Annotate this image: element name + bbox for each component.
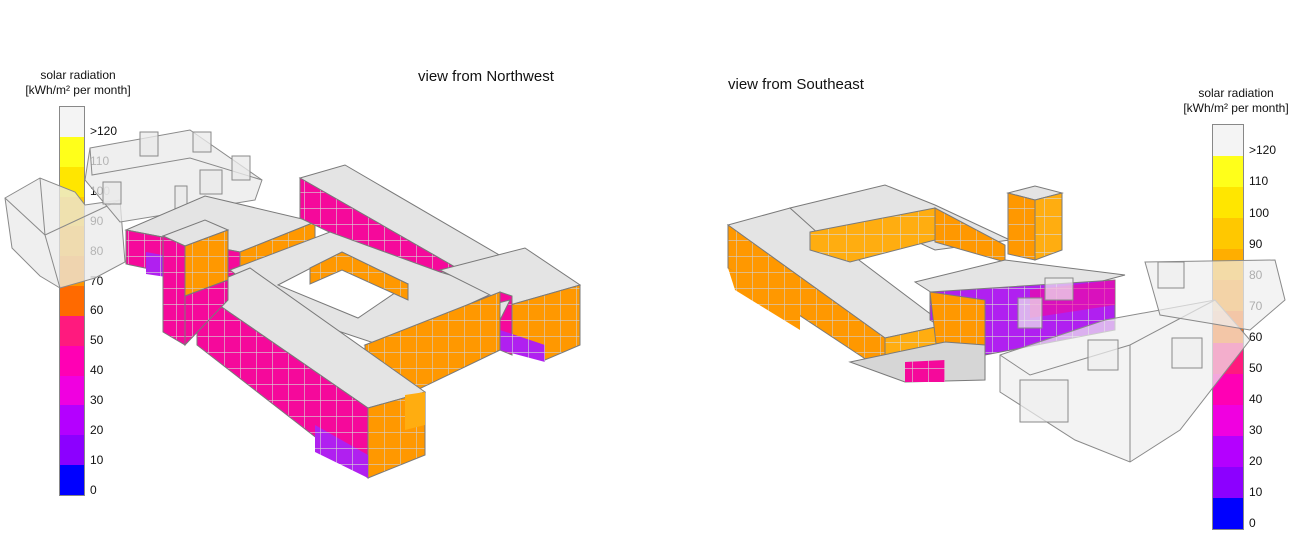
right-legend-swatch bbox=[1213, 466, 1243, 498]
southeast-view bbox=[726, 184, 1286, 463]
right-legend-label: >120 bbox=[1249, 143, 1277, 158]
se-tower-side bbox=[1034, 192, 1063, 261]
northwest-view bbox=[4, 129, 582, 480]
right-legend-swatch bbox=[1213, 187, 1243, 219]
nw-tower-front bbox=[162, 235, 186, 346]
legend-left-title: solar radiation [kWh/m² per month] bbox=[18, 68, 138, 98]
left-legend-swatch bbox=[60, 286, 84, 316]
left-legend-swatch bbox=[60, 435, 84, 466]
left-legend-swatch bbox=[60, 345, 84, 376]
legend-right-title-line2: [kWh/m² per month] bbox=[1183, 101, 1289, 115]
right-legend-label: 110 bbox=[1249, 174, 1269, 189]
left-legend-label: 60 bbox=[90, 303, 104, 318]
se-context-buildings bbox=[999, 259, 1286, 463]
nw-tower-side-lower bbox=[184, 279, 229, 347]
right-legend-label: 10 bbox=[1249, 485, 1263, 500]
right-legend-swatch bbox=[1213, 404, 1243, 436]
legend-right-title-line1: solar radiation bbox=[1198, 86, 1274, 100]
se-courtyard-inner-facade bbox=[809, 207, 936, 263]
right-legend-swatch bbox=[1213, 435, 1243, 467]
nw-east-wing-facade-purple bbox=[500, 330, 545, 362]
left-legend-swatch bbox=[60, 405, 84, 436]
left-legend-label: 30 bbox=[90, 392, 104, 407]
se-tower-front bbox=[1007, 192, 1036, 261]
left-legend-swatch bbox=[60, 315, 84, 346]
right-legend-swatch bbox=[1213, 125, 1243, 157]
northwest-view-title: view from Northwest bbox=[418, 68, 554, 85]
right-legend-label: 40 bbox=[1249, 392, 1263, 407]
left-legend-swatch bbox=[60, 107, 84, 137]
left-legend-swatch bbox=[60, 375, 84, 406]
right-legend-swatch bbox=[1213, 497, 1243, 530]
right-legend-label: 0 bbox=[1249, 516, 1256, 531]
legend-left-title-line2: [kWh/m² per month] bbox=[25, 83, 131, 97]
se-plinth-base bbox=[905, 360, 945, 382]
se-west-wing-lower bbox=[728, 268, 800, 330]
right-legend-label: 50 bbox=[1249, 360, 1263, 375]
left-legend-label: 50 bbox=[90, 333, 104, 348]
left-legend-swatch bbox=[60, 465, 84, 495]
southeast-view-title: view from Southeast bbox=[728, 76, 864, 93]
legend-left-title-line1: solar radiation bbox=[40, 68, 116, 82]
right-legend-swatch bbox=[1213, 156, 1243, 188]
left-legend-label: 0 bbox=[90, 482, 97, 497]
right-legend-label: 100 bbox=[1249, 205, 1270, 220]
right-legend-label: 30 bbox=[1249, 423, 1263, 438]
right-legend-label: 90 bbox=[1249, 236, 1263, 251]
nw-courtyard-inner-wall bbox=[309, 251, 409, 301]
left-legend-swatch bbox=[60, 136, 84, 167]
legend-right-title: solar radiation [kWh/m² per month] bbox=[1176, 86, 1296, 116]
left-legend-label: >120 bbox=[90, 124, 118, 139]
nw-front-wing-purple-base bbox=[315, 425, 368, 478]
right-legend-label: 20 bbox=[1249, 454, 1263, 469]
left-legend-label: 20 bbox=[90, 422, 104, 437]
left-legend-label: 40 bbox=[90, 363, 104, 378]
nw-front-orange-panel bbox=[405, 392, 425, 430]
right-legend-swatch bbox=[1213, 218, 1243, 250]
left-legend-label: 10 bbox=[90, 452, 104, 467]
right-legend-label: 60 bbox=[1249, 329, 1263, 344]
